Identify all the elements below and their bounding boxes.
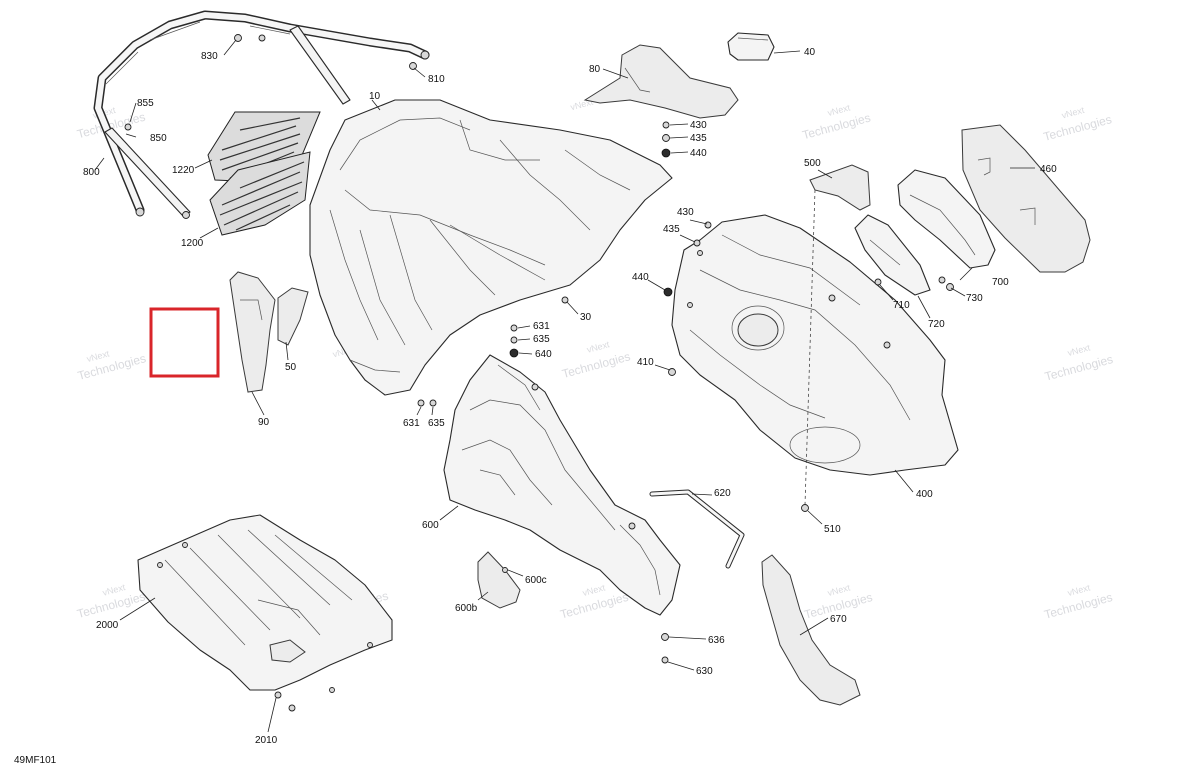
callout-400: 400 bbox=[916, 489, 933, 500]
callout-635-bottom: 635 bbox=[428, 418, 445, 429]
part-600b-cover[interactable] bbox=[477, 551, 521, 609]
callout-430-top: 430 bbox=[690, 120, 707, 131]
part-10-main-body[interactable] bbox=[309, 99, 673, 396]
part-80-panel[interactable] bbox=[583, 44, 739, 119]
part-600-tunnel[interactable] bbox=[443, 354, 681, 616]
part-670-panel[interactable] bbox=[761, 554, 861, 706]
fasteners-430-440-top[interactable] bbox=[661, 121, 671, 158]
callout-600c: 600c bbox=[525, 575, 547, 586]
watermark-line2: Technologies bbox=[1042, 112, 1113, 144]
part-90-panel[interactable] bbox=[229, 271, 276, 393]
callout-631-top: 631 bbox=[533, 321, 550, 332]
callout-10: 10 bbox=[369, 91, 381, 102]
callout-800: 800 bbox=[83, 167, 100, 178]
callout-720: 720 bbox=[928, 319, 945, 330]
callout-640: 640 bbox=[535, 349, 552, 360]
fasteners-631-640[interactable] bbox=[417, 324, 519, 407]
callout-80: 80 bbox=[589, 64, 601, 75]
callout-90: 90 bbox=[258, 417, 270, 428]
callout-1220: 1220 bbox=[172, 165, 195, 176]
callout-600b: 600b bbox=[455, 603, 478, 614]
callout-850: 850 bbox=[150, 133, 167, 144]
watermark-line1: vNext bbox=[1061, 105, 1086, 121]
callout-500: 500 bbox=[804, 158, 821, 169]
fastener-600c[interactable] bbox=[502, 567, 508, 573]
callout-460: 460 bbox=[1040, 164, 1057, 175]
callout-830: 830 bbox=[201, 51, 218, 62]
fasteners-830-855[interactable] bbox=[124, 34, 266, 131]
callout-2010: 2010 bbox=[255, 735, 278, 746]
part-710-bracket[interactable] bbox=[854, 214, 931, 296]
callout-2000: 2000 bbox=[96, 620, 119, 631]
part-1220-grille[interactable] bbox=[207, 111, 321, 183]
fasteners-430-440-mid[interactable] bbox=[663, 221, 712, 376]
callout-440-mid: 440 bbox=[632, 272, 649, 283]
callout-631-bottom: 631 bbox=[403, 418, 420, 429]
callout-630: 630 bbox=[696, 666, 713, 677]
callout-435-mid: 435 bbox=[663, 224, 680, 235]
part-500-plate[interactable] bbox=[809, 164, 871, 211]
callout-50: 50 bbox=[285, 362, 297, 373]
leader-lines bbox=[94, 39, 1035, 733]
callout-410: 410 bbox=[637, 357, 654, 368]
part-700-bracket[interactable] bbox=[897, 169, 996, 269]
watermark-line2: Technologies bbox=[1043, 352, 1114, 384]
watermark-line2: Technologies bbox=[561, 349, 632, 381]
dashed-line bbox=[804, 189, 816, 506]
fastener-510[interactable] bbox=[801, 504, 809, 512]
callout-710: 710 bbox=[893, 300, 910, 311]
part-620-rod[interactable] bbox=[649, 489, 745, 569]
callout-620: 620 bbox=[714, 488, 731, 499]
part-460-panel[interactable] bbox=[961, 124, 1091, 273]
callout-600: 600 bbox=[422, 520, 439, 531]
part-400-housing[interactable] bbox=[671, 214, 959, 476]
watermark-line1: vNext bbox=[1066, 342, 1091, 358]
part-40-cap[interactable] bbox=[727, 32, 775, 61]
callout-30: 30 bbox=[580, 312, 592, 323]
callout-635-top: 635 bbox=[533, 334, 550, 345]
callout-435-top: 435 bbox=[690, 133, 707, 144]
part-810-bracket[interactable] bbox=[289, 25, 417, 105]
callout-636: 636 bbox=[708, 635, 725, 646]
callout-labels: 830 810 855 850 800 1220 1200 10 40 80 4… bbox=[83, 47, 1057, 746]
callout-730: 730 bbox=[966, 293, 983, 304]
callout-670: 670 bbox=[830, 614, 847, 625]
callout-510: 510 bbox=[824, 524, 841, 535]
watermark-line1: vNext bbox=[586, 339, 611, 355]
fasteners-630-636[interactable] bbox=[661, 633, 669, 664]
callout-430-mid: 430 bbox=[677, 207, 694, 218]
part-2000-skid-plate[interactable] bbox=[137, 514, 393, 712]
callout-440-top: 440 bbox=[690, 148, 707, 159]
part-850-strut[interactable] bbox=[104, 127, 191, 219]
highlight-box bbox=[149, 307, 220, 378]
diagram-code: 49MF101 bbox=[14, 755, 57, 766]
part-1200-grille[interactable] bbox=[209, 151, 311, 236]
part-800-rail[interactable] bbox=[93, 10, 430, 217]
callout-855: 855 bbox=[137, 98, 154, 109]
callout-700: 700 bbox=[992, 277, 1009, 288]
callout-40: 40 bbox=[804, 47, 816, 58]
callout-1200: 1200 bbox=[181, 238, 204, 249]
callout-810: 810 bbox=[428, 74, 445, 85]
part-50-strip[interactable] bbox=[277, 287, 309, 346]
